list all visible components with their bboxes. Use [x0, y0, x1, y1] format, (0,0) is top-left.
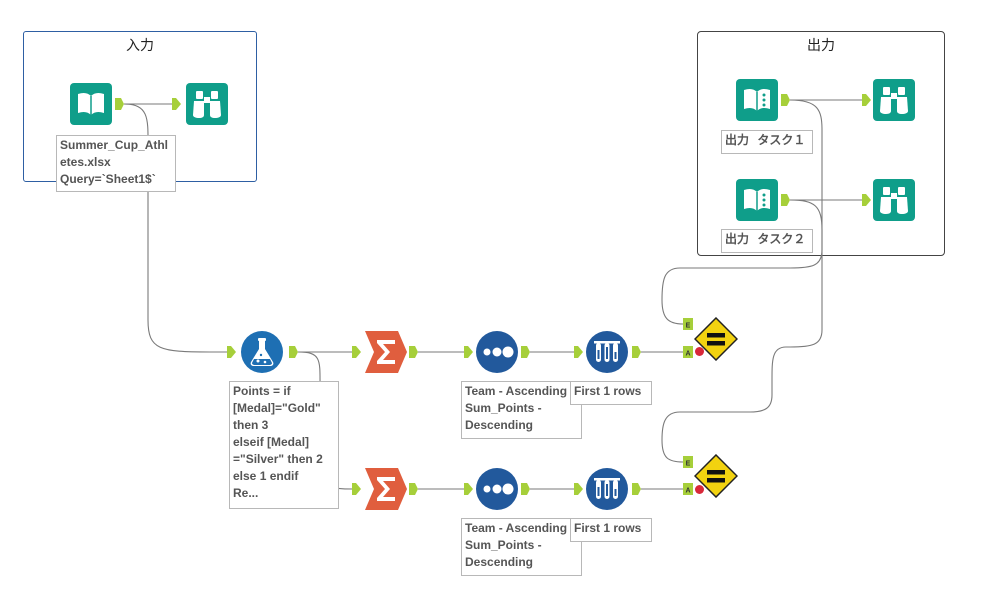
- test-tool-1[interactable]: [694, 317, 738, 361]
- formula-tool[interactable]: [241, 331, 283, 373]
- test-tubes-icon: [586, 468, 628, 510]
- test-tubes-icon: [586, 331, 628, 373]
- output-annotation-1: 出力 タスク１: [721, 130, 813, 154]
- sort-annotation-1: Team - Ascending Sum_Points - Descending: [461, 381, 582, 439]
- anchor-label-e: E: [686, 461, 691, 468]
- book-icon: [736, 79, 778, 121]
- output-data-tool-1[interactable]: [736, 79, 778, 121]
- input-data-tool[interactable]: [70, 83, 112, 125]
- binoculars-icon: [873, 79, 915, 121]
- sort-icon: [476, 468, 518, 510]
- output-data-tool-2[interactable]: [736, 179, 778, 221]
- connection: [123, 103, 228, 353]
- browse-tool[interactable]: [873, 179, 915, 221]
- sort-tool-2[interactable]: [476, 468, 518, 510]
- anchor-label-e: E: [686, 323, 691, 330]
- sort-tool-1[interactable]: [476, 331, 518, 373]
- sigma-icon: [365, 331, 407, 373]
- test-tool-2[interactable]: [694, 454, 738, 498]
- browse-tool[interactable]: [873, 79, 915, 121]
- book-icon: [70, 83, 112, 125]
- anchor-label-a: A: [685, 488, 690, 495]
- browse-tool[interactable]: [186, 83, 228, 125]
- output-container-title: 出力: [807, 38, 835, 54]
- sample-tool-2[interactable]: [586, 468, 628, 510]
- connection: [661, 99, 823, 325]
- input-annotation: Summer_Cup_Athl etes.xlsx Query=`Sheet1$…: [56, 135, 176, 192]
- test-2-anchors[interactable]: E A: [683, 456, 693, 495]
- error-indicator: [695, 347, 704, 356]
- equals-icon: [694, 317, 738, 361]
- summarize-tool-2[interactable]: [365, 468, 407, 510]
- test-1-anchors[interactable]: E A: [683, 318, 693, 358]
- binoculars-icon: [186, 83, 228, 125]
- equals-icon: [694, 454, 738, 498]
- sort-icon: [476, 331, 518, 373]
- output-annotation-2: 出力 タスク２: [721, 229, 813, 253]
- flask-icon: [241, 331, 283, 373]
- connection: [661, 199, 823, 463]
- error-indicator: [695, 485, 704, 494]
- summarize-tool-1[interactable]: [365, 331, 407, 373]
- sort-annotation-2: Team - Ascending Sum_Points - Descending: [461, 518, 582, 576]
- book-icon: [736, 179, 778, 221]
- binoculars-icon: [873, 179, 915, 221]
- anchor-label-a: A: [685, 351, 690, 358]
- sample-annotation-2: First 1 rows: [570, 518, 652, 542]
- sigma-icon: [365, 468, 407, 510]
- sample-tool-1[interactable]: [586, 331, 628, 373]
- sample-annotation-1: First 1 rows: [570, 381, 652, 405]
- input-container-title: 入力: [126, 38, 154, 54]
- formula-annotation: Points = if [Medal]="Gold" then 3 elseif…: [229, 381, 339, 509]
